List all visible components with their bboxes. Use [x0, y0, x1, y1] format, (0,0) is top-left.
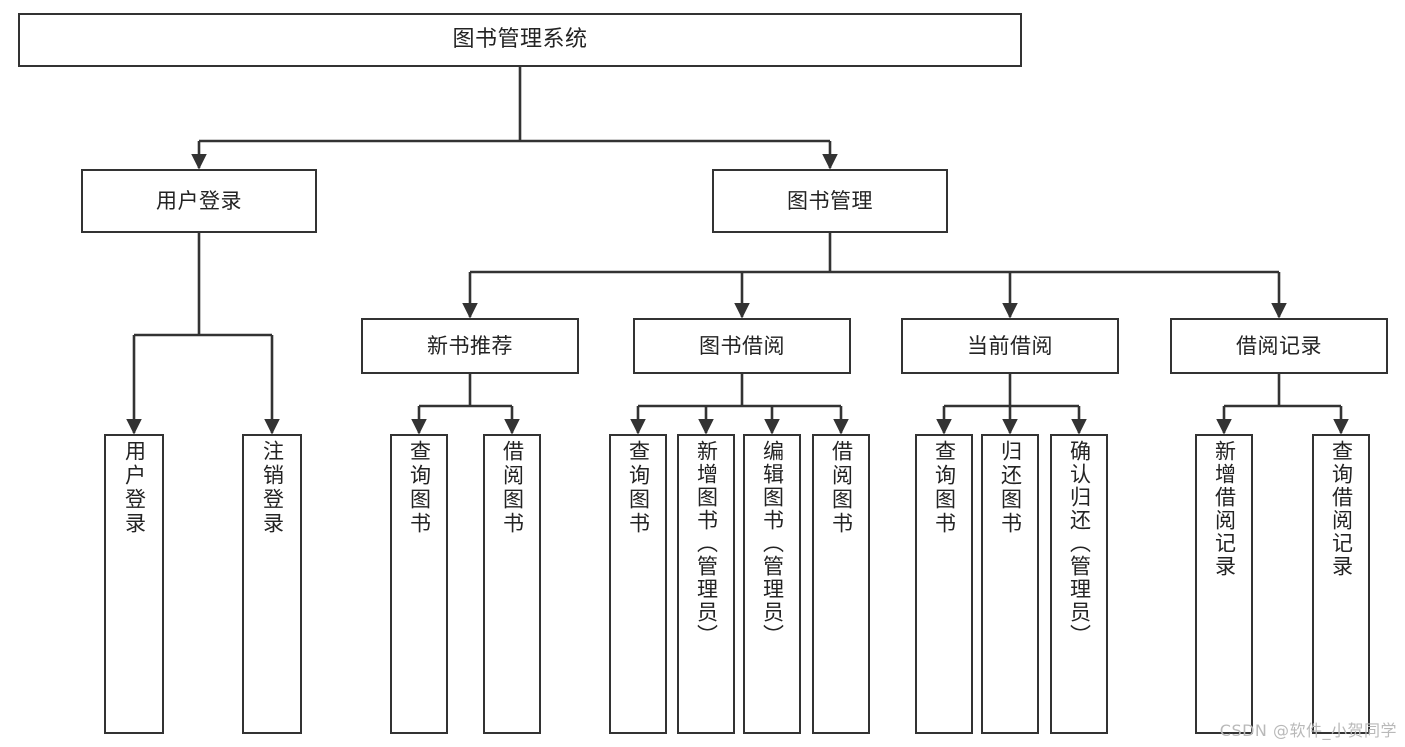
- csdn-watermark: CSDN @软件_小贺同学: [1219, 721, 1397, 740]
- node-leaf-query-book-2[interactable]: 查询图书: [609, 434, 667, 734]
- node-leaf-borrow-book-1[interactable]: 借阅图书: [483, 434, 541, 734]
- node-leaf-logout-label: 注销登录: [260, 440, 285, 536]
- node-current-borrow[interactable]: 当前借阅: [901, 318, 1119, 374]
- node-new-book-recommend[interactable]: 新书推荐: [361, 318, 579, 374]
- node-leaf-user-login-label: 用户登录: [122, 440, 147, 536]
- node-borrow-record[interactable]: 借阅记录: [1170, 318, 1388, 374]
- node-leaf-borrow-book-2-label: 借阅图书: [829, 440, 854, 536]
- node-leaf-edit-book-admin[interactable]: 编辑图书（管理员）: [743, 434, 801, 734]
- node-borrow-record-label: 借阅记录: [1236, 333, 1322, 358]
- node-leaf-add-borrow-record-label: 新增借阅记录: [1212, 440, 1237, 578]
- node-leaf-query-book-1-label: 查询图书: [407, 440, 432, 536]
- node-user-login[interactable]: 用户登录: [81, 169, 317, 233]
- node-leaf-user-login[interactable]: 用户登录: [104, 434, 164, 734]
- node-book-manage-label: 图书管理: [787, 188, 873, 213]
- node-new-book-recommend-label: 新书推荐: [427, 333, 513, 358]
- node-leaf-return-book-label: 归还图书: [998, 440, 1023, 536]
- edge-group: [126, 67, 1349, 435]
- node-leaf-return-book[interactable]: 归还图书: [981, 434, 1039, 734]
- node-root[interactable]: 图书管理系统: [18, 13, 1022, 67]
- node-user-login-label: 用户登录: [156, 188, 242, 213]
- node-leaf-query-book-2-label: 查询图书: [626, 440, 651, 536]
- node-leaf-query-book-1[interactable]: 查询图书: [390, 434, 448, 734]
- node-leaf-borrow-book-1-label: 借阅图书: [500, 440, 525, 536]
- node-leaf-add-book-admin[interactable]: 新增图书（管理员）: [677, 434, 735, 734]
- node-book-manage[interactable]: 图书管理: [712, 169, 948, 233]
- node-leaf-confirm-return-admin-label: 确认归还（管理员）: [1067, 440, 1092, 647]
- node-leaf-edit-book-admin-label: 编辑图书（管理员）: [760, 440, 785, 647]
- node-leaf-add-book-admin-label: 新增图书（管理员）: [694, 440, 719, 647]
- node-leaf-query-borrow-record-label: 查询借阅记录: [1329, 440, 1354, 578]
- node-leaf-query-borrow-record[interactable]: 查询借阅记录: [1312, 434, 1370, 734]
- node-leaf-logout[interactable]: 注销登录: [242, 434, 302, 734]
- node-current-borrow-label: 当前借阅: [967, 333, 1053, 358]
- node-leaf-borrow-book-2[interactable]: 借阅图书: [812, 434, 870, 734]
- node-leaf-query-book-3[interactable]: 查询图书: [915, 434, 973, 734]
- node-book-borrow[interactable]: 图书借阅: [633, 318, 851, 374]
- node-book-borrow-label: 图书借阅: [699, 333, 785, 358]
- node-root-label: 图书管理系统: [452, 27, 588, 53]
- node-leaf-add-borrow-record[interactable]: 新增借阅记录: [1195, 434, 1253, 734]
- node-leaf-confirm-return-admin[interactable]: 确认归还（管理员）: [1050, 434, 1108, 734]
- node-leaf-query-book-3-label: 查询图书: [932, 440, 957, 536]
